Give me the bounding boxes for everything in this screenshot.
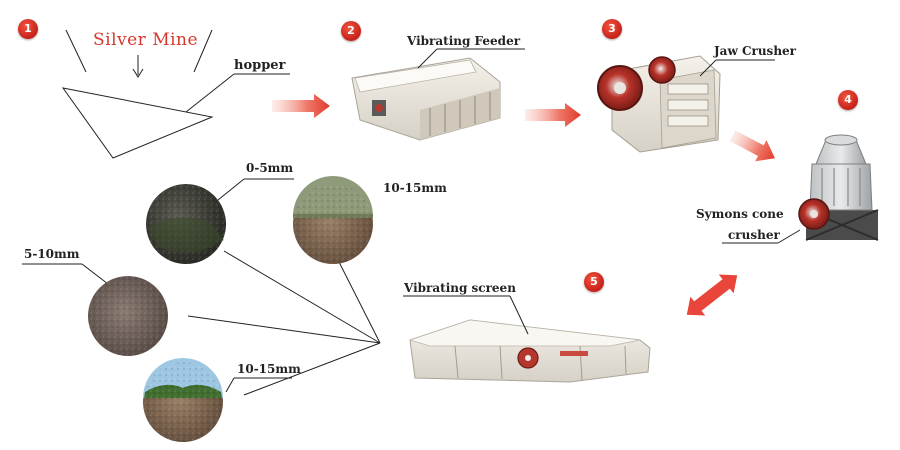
right-arrow-icon	[272, 94, 330, 118]
vibrating-screen-label: Vibrating screen	[404, 281, 516, 295]
step-badge-1: 1	[18, 19, 38, 39]
size-label-10-15mm-top: 10-15mm	[383, 181, 447, 195]
hopper-label: hopper	[234, 58, 286, 73]
silver-mine-title: Silver Mine	[93, 30, 199, 50]
vibrating-feeder-image	[351, 48, 525, 141]
pile-image-10-15mm-bottom	[143, 358, 223, 442]
right-arrow-icon	[729, 130, 775, 162]
size-label-10-15mm-bottom: 10-15mm	[237, 362, 301, 376]
jaw-crusher-image	[597, 55, 775, 153]
cone-crusher-image	[722, 134, 879, 244]
hopper-sketch	[61, 29, 290, 159]
pile-image-0-5mm	[146, 184, 226, 264]
right-arrow-icon	[525, 103, 581, 127]
step-badge-4: 4	[838, 90, 858, 110]
cone-crusher-label-line1: Symons cone	[696, 207, 784, 221]
jaw-crusher-label: Jaw Crusher	[714, 44, 796, 58]
double-arrow-icon	[686, 274, 738, 316]
size-label-0-5mm: 0-5mm	[246, 161, 294, 175]
step-badge-5: 5	[584, 272, 604, 292]
cone-crusher-label-line2: crusher	[728, 228, 780, 242]
step-badge-3: 3	[602, 19, 622, 39]
vibrating-screen-image	[403, 295, 651, 383]
size-label-5-10mm: 5-10mm	[24, 247, 80, 261]
pile-image-10-15mm-top	[293, 176, 373, 264]
step-badge-2: 2	[341, 21, 361, 41]
output-lines	[22, 178, 381, 396]
vibrating-feeder-label: Vibrating Feeder	[407, 34, 521, 48]
pile-image-5-10mm	[88, 276, 168, 356]
